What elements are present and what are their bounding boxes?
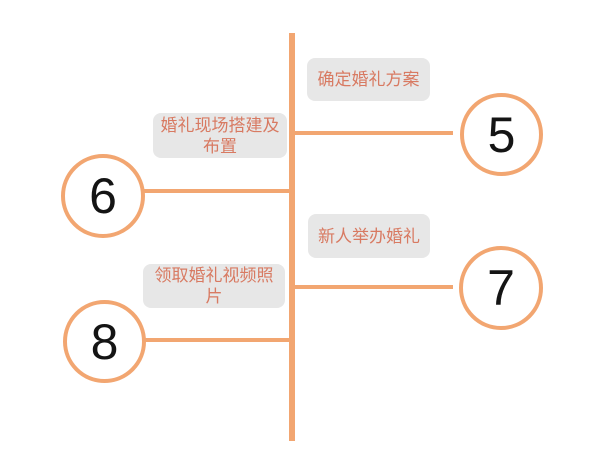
task-label-text-step-5: 确定婚礼方案 <box>317 70 420 89</box>
step-node-5[interactable]: 5 <box>460 93 543 176</box>
task-label-text-step-7: 新人举办婚礼 <box>318 226 420 246</box>
step-node-7[interactable]: 7 <box>459 246 543 330</box>
step-number-8: 8 <box>90 313 119 370</box>
step-node-6[interactable]: 6 <box>61 154 145 238</box>
step-node-8[interactable]: 8 <box>63 300 146 383</box>
task-label-step-8[interactable]: 领取婚礼视频照片 <box>143 264 285 308</box>
task-label-step-7[interactable]: 新人举办婚礼 <box>308 214 430 258</box>
task-label-text-step-8: 领取婚礼视频照片 <box>154 266 274 306</box>
task-label-step-6[interactable]: 婚礼现场搭建及布置 <box>153 113 287 158</box>
step-number-7: 7 <box>487 260 515 316</box>
timeline-spine-line <box>289 33 295 441</box>
connector-line-step-6 <box>141 189 291 193</box>
task-label-step-5[interactable]: 确定婚礼方案 <box>307 58 430 101</box>
connector-line-step-7 <box>295 285 453 289</box>
step-number-6: 6 <box>89 168 117 224</box>
task-label-text-step-6: 婚礼现场搭建及布置 <box>160 115 280 156</box>
connector-line-step-5 <box>295 131 453 135</box>
step-number-5: 5 <box>487 106 516 163</box>
connector-line-step-8 <box>145 338 291 342</box>
